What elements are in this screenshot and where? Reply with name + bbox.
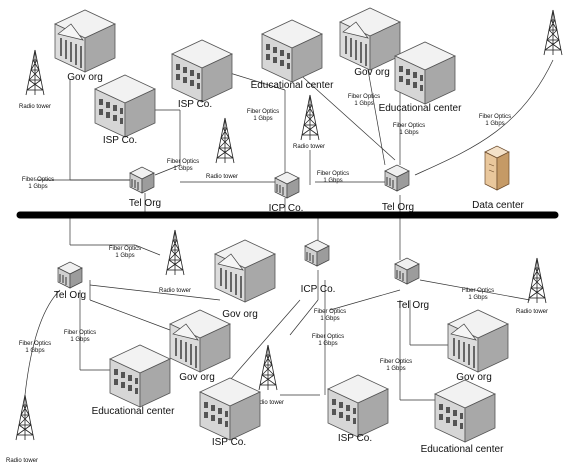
fiber-label-line1: Fiber Optics [64,330,96,336]
radio-tower-label-2: Radio tower [206,174,238,180]
fiber-label-line1: Fiber Optics [462,288,494,294]
fiber-label-l5: Fiber Optics 1 Gbps [312,334,344,347]
gov-org-building-1 [54,9,116,73]
fiber-label-l2: Fiber Optics 1 Gbps [64,330,96,343]
fiber-label-line1: Fiber Optics [247,109,279,115]
fiber-label-line2: 1 Gbps [320,316,339,322]
gov-org-building-2 [339,7,401,71]
fiber-label-u3: Fiber Optics 1 Gbps [247,109,279,122]
fiber-label-l6: Fiber Optics 1 Gbps [462,288,494,301]
fiber-label-line2: 1 Gbps [173,166,192,172]
gov-org-label-3: Gov org [222,309,258,320]
data-center-cabinet [484,145,510,191]
fiber-label-line1: Fiber Optics [348,94,380,100]
data-center-label: Data center [472,200,524,211]
radio-tower-icon-7 [258,344,278,391]
tel-org-router-2 [384,164,410,192]
fiber-label-line2: 1 Gbps [386,366,405,372]
radio-tower-icon-5 [165,229,185,276]
tel-org-label-4: Tel Org [397,300,429,311]
fiber-label-u7: Fiber Optics 1 Gbps [479,114,511,127]
fiber-label-line2: 1 Gbps [468,295,487,301]
educational-center-building-3 [109,344,171,408]
radio-tower-icon-1 [25,49,45,96]
fiber-label-line2: 1 Gbps [323,178,342,184]
gov-org-label-5: Gov org [456,372,492,383]
isp-co-building-4 [327,374,389,438]
fiber-label-line1: Fiber Optics [312,334,344,340]
tel-org-label-2: Tel Org [382,202,414,213]
isp-co-label-1: ISP Co. [178,99,212,110]
educational-center-label-1: Educational center [251,80,335,91]
fiber-label-line1: Fiber Optics [479,114,511,120]
gov-org-building-5 [447,309,509,373]
fiber-label-l3: Fiber Optics 1 Gbps [19,341,51,354]
gov-org-label-1: Gov org [67,72,103,83]
radio-tower-label-5: Radio tower [159,288,191,294]
educational-center-label-2: Educational center [379,103,463,114]
radio-tower-icon-2 [215,117,235,164]
fiber-label-line2: 1 Gbps [115,253,134,259]
fiber-label-line1: Fiber Optics [317,171,349,177]
fiber-label-l7: Fiber Optics 1 Gbps [380,359,412,372]
fiber-label-u1: Fiber Optics 1 Gbps [22,177,54,190]
fiber-label-u2: Fiber Optics 1 Gbps [167,159,199,172]
radio-tower-label-6: Radio tower [6,458,38,464]
educational-center-label-4: Educational center [421,444,505,455]
gov-org-label-4: Gov org [179,372,215,383]
icp-co-label-1: ICP Co. [269,203,304,214]
fiber-label-line2: 1 Gbps [70,337,89,343]
fiber-label-line1: Fiber Optics [167,159,199,165]
tel-org-router-3 [57,261,83,289]
isp-co-label-4: ISP Co. [338,433,372,444]
isp-co-building-3 [199,377,261,441]
fiber-label-line2: 1 Gbps [253,116,272,122]
radio-tower-icon-3 [300,94,320,141]
radio-tower-icon-8 [527,257,547,304]
fiber-label-line2: 1 Gbps [28,184,47,190]
isp-co-label-2: ISP Co. [103,135,137,146]
gov-org-label-2: Gov org [354,67,390,78]
fiber-label-line2: 1 Gbps [399,130,418,136]
fiber-label-u6: Fiber Optics 1 Gbps [393,123,425,136]
educational-center-label-3: Educational center [92,406,176,417]
fiber-label-l1: Fiber Optics 1 Gbps [109,246,141,259]
fiber-label-line1: Fiber Optics [22,177,54,183]
radio-tower-icon-6 [15,394,35,441]
fiber-label-line1: Fiber Optics [380,359,412,365]
isp-co-building-1 [171,39,233,103]
icp-co-router-1 [274,171,300,199]
fiber-label-u5: Fiber Optics 1 Gbps [348,94,380,107]
isp-co-building-2 [94,74,156,138]
fiber-label-line1: Fiber Optics [314,309,346,315]
radio-tower-label-3: Radio tower [293,144,325,150]
radio-tower-icon-4 [543,9,563,56]
fiber-label-line1: Fiber Optics [19,341,51,347]
radio-tower-label-1: Radio tower [19,104,51,110]
tel-org-router-1 [129,166,155,194]
tel-org-router-4 [394,257,420,285]
radio-tower-label-7: Radio tower [252,400,284,406]
icp-co-label-2: ICP Co. [301,284,336,295]
fiber-label-line2: 1 Gbps [485,121,504,127]
fiber-label-line1: Fiber Optics [109,246,141,252]
fiber-label-line1: Fiber Optics [393,123,425,129]
fiber-label-line2: 1 Gbps [354,101,373,107]
fiber-label-l4: Fiber Optics 1 Gbps [314,309,346,322]
fiber-label-line2: 1 Gbps [318,341,337,347]
tel-org-label-3: Tel Org [54,290,86,301]
fiber-label-u4: Fiber Optics 1 Gbps [317,171,349,184]
gov-org-building-4 [169,309,231,373]
educational-center-building-4 [434,379,496,443]
fiber-label-line2: 1 Gbps [25,348,44,354]
isp-co-label-3: ISP Co. [212,437,246,448]
educational-center-building-2 [394,41,456,105]
tel-org-label-1: Tel Org [129,198,161,209]
radio-tower-label-8: Radio tower [516,309,548,315]
gov-org-building-3 [214,239,276,303]
icp-co-router-2 [304,239,330,267]
educational-center-building-1 [261,19,323,83]
